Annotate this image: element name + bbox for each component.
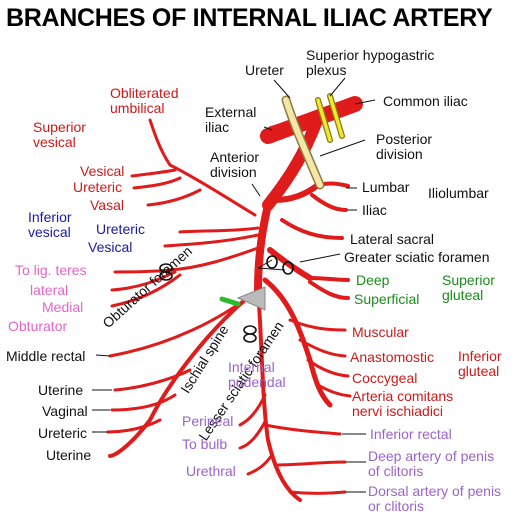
label-lateral-sacral: Lateral sacral <box>350 231 435 247</box>
comitans-branch <box>316 383 352 398</box>
obturator-foramen-ring-2 <box>159 271 173 281</box>
label-superficial: Superficial <box>354 291 420 307</box>
greater-sciatic-ring-2 <box>282 261 294 275</box>
label-lumbar: Lumbar <box>362 179 410 195</box>
label-superior-hypogastric-plexus: Superior hypogastric plexus <box>306 47 435 78</box>
dorsal-artery-branch <box>288 490 347 495</box>
perineal-branch <box>238 393 267 427</box>
label-iliolumbar: Iliolumbar <box>428 185 489 201</box>
iliac-branch <box>310 193 348 212</box>
uterine-upper <box>113 368 192 392</box>
inferior-rectal-branch <box>263 423 342 436</box>
ischial-spine-marker <box>236 286 266 311</box>
label-lateral: lateral <box>30 282 69 298</box>
anastomostic-branch <box>298 338 347 358</box>
to-bulb-branch <box>238 418 268 450</box>
label-deep-artery: Deep artery of penis of clitoris <box>368 448 495 479</box>
label-anastomostic: Anastomostic <box>350 349 435 365</box>
superior-gluteal-artery <box>267 247 313 281</box>
obturator-medial <box>110 273 182 308</box>
diagram-title: BRANCHES OF INTERNAL ILIAC ARTERY <box>6 4 493 32</box>
lesser-sciatic-ring-2 <box>243 333 257 343</box>
label-uterine-1: Uterine <box>38 382 84 398</box>
label-vasal: Vasal <box>90 197 124 213</box>
label-vesical-1: Vesical <box>80 163 125 179</box>
label-ureteric-3: Ureteric <box>38 425 88 441</box>
label-greater-sciatic-foramen: Greater sciatic foramen <box>344 249 490 265</box>
muscular-branch <box>288 318 347 332</box>
label-superior-gluteal: Superior gluteal <box>442 272 495 303</box>
label-iliac: Iliac <box>362 202 387 218</box>
superior-gluteal-deep <box>308 276 350 282</box>
label-deep: Deep <box>356 272 390 288</box>
superior-vesical-ureteric <box>132 176 182 190</box>
deep-artery-branch <box>273 460 347 467</box>
label-muscular: Muscular <box>352 324 409 340</box>
label-superior-vesical: Superior vesical <box>33 119 86 150</box>
label-arteria-comitans: Arteria comitans nervi ischiadici <box>352 388 454 419</box>
label-ureteric-2: Ureteric <box>96 221 146 237</box>
label-to-bulb: To bulb <box>182 436 228 452</box>
label-coccygeal: Coccygeal <box>352 370 418 386</box>
label-vaginal: Vaginal <box>42 403 88 419</box>
inferior-vesical-vesical <box>163 233 260 248</box>
label-urethral: Urethral <box>186 463 236 479</box>
label-inferior-gluteal: Inferior gluteal <box>458 348 502 379</box>
superior-gluteal-superficial <box>308 280 350 300</box>
superior-vesical-vesical <box>130 168 177 178</box>
label-obliterated-umbilical: Obliterated umbilical <box>110 85 179 116</box>
posterior-division <box>272 182 321 203</box>
label-middle-rectal: Middle rectal <box>6 348 86 364</box>
ureter-fill <box>283 97 323 188</box>
greater-sciatic-ring-1 <box>266 255 278 269</box>
vasal-branch <box>146 188 202 207</box>
label-anterior-division: Anterior division <box>210 149 260 180</box>
hypogastric-plexus-2-fill <box>328 94 344 138</box>
label-perineal: Perineal <box>182 413 234 429</box>
urethral-branch <box>246 453 274 476</box>
label-common-iliac: Common iliac <box>383 93 468 109</box>
label-inferior-vesical: Inferior vesical <box>28 209 72 240</box>
uterine-ureteric <box>106 418 162 434</box>
label-internal-pudendal: Internal pudendal <box>228 359 286 390</box>
label-medial: Medial <box>42 299 84 315</box>
label-ureteric-1: Ureteric <box>73 179 123 195</box>
green-marker <box>219 296 241 307</box>
internal-pudendal-artery <box>256 288 302 502</box>
label-dorsal-artery: Dorsal artery of penis or clitoris <box>368 483 502 514</box>
label-uterine-2: Uterine <box>46 447 92 463</box>
label-obturator: Obturator <box>8 318 68 334</box>
label-ureter: Ureter <box>245 62 284 78</box>
lateral-sacral-artery <box>280 218 344 240</box>
hypogastric-plexus-1-fill <box>316 98 332 142</box>
internal-iliac-trunk <box>262 112 324 211</box>
anterior-division-trunk <box>254 201 272 294</box>
obturator-lateral <box>110 270 177 292</box>
label-vesical-2: Vesical <box>88 239 133 255</box>
coccygeal-branch <box>306 358 350 378</box>
vaginal-artery <box>110 393 177 412</box>
label-posterior-division: Posterior division <box>376 131 433 162</box>
obliterated-umbilical <box>148 118 257 217</box>
label-inferior-rectal: Inferior rectal <box>370 426 452 442</box>
label-to-lig-teres: To lig. teres <box>15 262 87 278</box>
lesser-sciatic-ring <box>243 325 257 335</box>
label-external-iliac: External iliac <box>205 104 257 135</box>
inferior-vesical-ureteric <box>178 226 260 234</box>
uterine-artery <box>108 298 247 458</box>
